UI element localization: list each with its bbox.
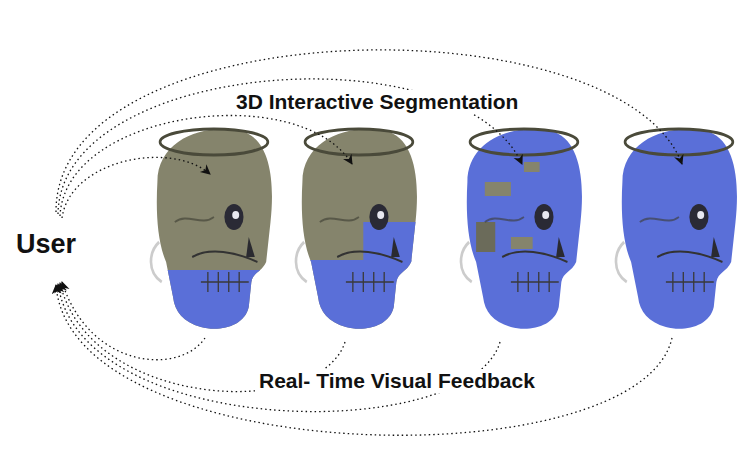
skull-rendering bbox=[140, 129, 279, 340]
dotted-arc bbox=[56, 50, 682, 218]
dotted-arc bbox=[56, 282, 672, 435]
skull-rendering bbox=[461, 129, 582, 329]
step-label: 3D Interactive Segmentation bbox=[232, 90, 522, 114]
feedback-label: Real- Time Visual Feedback bbox=[255, 369, 539, 393]
actor-label: User bbox=[12, 229, 80, 260]
skull-rendering bbox=[285, 129, 424, 340]
skull-rendering bbox=[616, 129, 737, 329]
